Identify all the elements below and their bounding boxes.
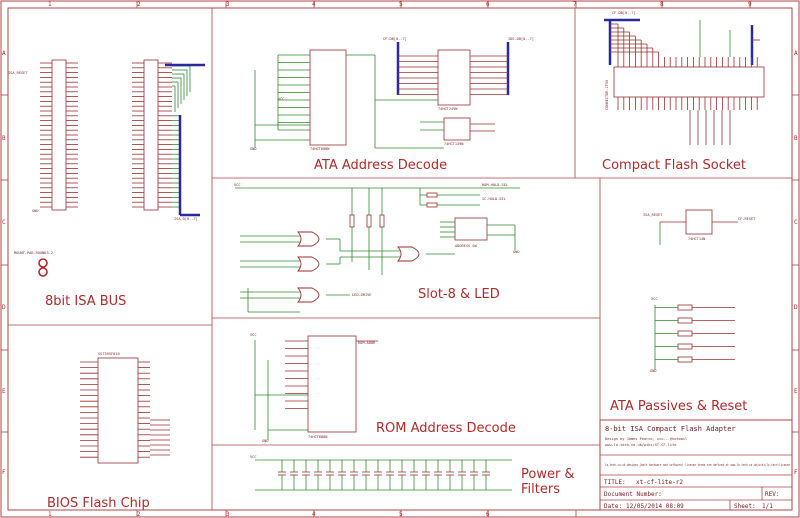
section-title-ata-passives: ATA Passives & Reset — [610, 399, 747, 414]
row-e-right: E — [794, 388, 798, 395]
section-title-slot8-led: Slot-8 & LED — [418, 287, 500, 302]
ic-hold-label: IC-HOLD-SEL — [482, 197, 506, 201]
passives-gnd-label: GND — [650, 369, 657, 373]
col-5-bottom: 5 — [399, 511, 403, 518]
col-4-bottom: 4 — [312, 511, 316, 518]
tb-title-value: xt-cf-lite-r2 — [636, 479, 683, 486]
cf-bus-label: CF-DB[0..7] — [612, 11, 636, 15]
tb-date-value: 12/05/2014 08:09 — [626, 503, 684, 510]
col-1: 1 — [48, 1, 52, 8]
ata-vcc-label: VCC — [278, 97, 285, 101]
section-title-power-line1: Power & — [521, 467, 575, 482]
row-b: B — [2, 135, 6, 142]
tb-sheet-value: 1/1 — [762, 503, 773, 510]
tb-url: www.lo-tech.co.uk/wiki/XT-CF-lite — [605, 443, 676, 447]
col-2: 2 — [137, 1, 141, 8]
section-title-rom-decode: ROM Address Decode — [376, 421, 516, 436]
cf-reset-label: CF-RESET — [738, 217, 756, 221]
row-f: F — [2, 469, 6, 476]
isa-gnd-label: GND — [32, 209, 39, 213]
slot-gnd-label: GND — [513, 250, 520, 254]
col-3: 3 — [226, 1, 230, 8]
component-body — [677, 356, 693, 363]
col-4: 4 — [312, 1, 316, 8]
mount-pad — [38, 258, 48, 277]
col-6: 6 — [486, 1, 490, 8]
reset-ic-label: 74HCT14N — [688, 237, 705, 241]
title-block: 8-bit ISA Compact Flash Adapter Design b… — [599, 419, 793, 511]
rom-vcc-label: VCC — [250, 333, 257, 337]
row-c: C — [2, 219, 6, 226]
row-d-right: D — [794, 304, 798, 311]
isa-reset-label: ISA_RESET — [8, 71, 28, 75]
rom-gnd-label: GND — [262, 439, 269, 443]
col-7: 7 — [573, 1, 577, 8]
row-d: D — [2, 304, 6, 311]
tb-sheet-label: Sheet: — [734, 503, 756, 510]
cf-db-bus-label: CF-DB[0..7] — [383, 37, 407, 41]
ata-decode-block: 74HCT688N 74HCT245N 74HCT139N CF-DB[0..7… — [250, 37, 534, 151]
dip-switch-label: ADDRESS SW — [455, 244, 477, 248]
section-title-bios-flash: BIOS Flash Chip — [47, 496, 150, 511]
section-title-cf-socket: Compact Flash Socket — [602, 158, 746, 173]
section-title-ata-decode: ATA Address Decode — [314, 158, 447, 173]
ata-gnd-label: GND — [250, 147, 257, 151]
power-filters-block: VCC — [250, 455, 512, 491]
col-6-bottom: 6 — [486, 511, 490, 518]
led-drive-label: LED-DRIVE — [352, 293, 371, 297]
rom-decode-block: 74HCT688N VCC GND ROM-ADDR — [250, 333, 378, 443]
tb-license: lo-tech.co.uk designs (both hardware and… — [605, 463, 790, 467]
tb-rev-label: REV: — [765, 491, 779, 498]
row-labels: A B C D E F A B C D E F — [2, 50, 798, 476]
row-f-right: F — [794, 469, 798, 476]
rom-addr-label: ROM-ADDR — [358, 341, 376, 345]
rom-decode-ic-label: 74HCT688N — [308, 435, 327, 439]
isa-bus-block: ISA_RESET ISA_D[0..7] GND MOUNT-PAD-ROUN… — [8, 59, 205, 277]
cf-socket-block: CF-DB[0..7] CONNECTOR-CF50 — [604, 11, 765, 145]
column-labels: 1 2 3 4 5 6 7 8 9 1 2 3 4 5 6 — [48, 1, 752, 518]
power-vcc-label: VCC — [250, 455, 257, 459]
isa-data-bus-label: ISA_D[0..7] — [174, 217, 198, 221]
row-e: E — [2, 388, 6, 395]
tb-title-label: TITLE: — [604, 479, 626, 486]
component-body — [677, 304, 693, 311]
tb-docnum-label: Document Number: — [604, 491, 662, 498]
ata-decode-ic-label: 74HCT688N — [310, 147, 329, 151]
passives-reset-label: ISA_RESET — [643, 213, 663, 217]
slot-vcc-label: VCC — [234, 183, 241, 187]
tb-design-by: Design by James Pearce, vcu...@hotmail — [605, 437, 687, 441]
row-a: A — [2, 50, 6, 57]
cf-connector-label: CONNECTOR-CF50 — [605, 80, 609, 110]
tb-heading: 8-bit ISA Compact Flash Adapter — [605, 425, 736, 433]
ata-passives-block: 74HCT14N ISA_RESET CF-RESET VCC GND — [643, 209, 756, 373]
ata-small-ic-label: 74HCT139N — [444, 142, 463, 146]
ide-db-bus-label: IDE-DB[0..7] — [508, 37, 534, 41]
passives-vcc-label: VCC — [651, 297, 658, 301]
mount-pad-label: MOUNT-PAD-ROUND3.2 — [14, 251, 53, 255]
component-body — [677, 343, 693, 350]
rom-hold-label: ROM-HOLD-SEL — [482, 183, 508, 187]
section-title-power-line2: Filters — [521, 482, 560, 497]
slot8-led-block: VCC ROM-HOLD-SEL IC-HOLD-SEL ADDRESS SW … — [234, 183, 520, 313]
bios-chip-label: SST39SF010 — [98, 352, 120, 356]
component-body — [677, 330, 693, 337]
col-2-bottom: 2 — [137, 511, 141, 518]
row-c-right: C — [794, 219, 798, 226]
col-5: 5 — [399, 1, 403, 8]
col-8: 8 — [660, 1, 664, 8]
component-body — [677, 317, 693, 324]
col-3-bottom: 3 — [226, 511, 230, 518]
section-title-isa-bus: 8bit ISA BUS — [45, 294, 126, 309]
col-1-bottom: 1 — [48, 511, 52, 518]
section-dividers — [8, 8, 792, 510]
ata-latch-ic-label: 74HCT245N — [438, 107, 457, 111]
col-9: 9 — [748, 1, 752, 8]
row-a-right: A — [794, 50, 798, 57]
row-b-right: B — [794, 135, 798, 142]
tb-date-label: Date: — [604, 503, 622, 510]
bios-flash-block: SST39SF010 — [80, 352, 170, 464]
